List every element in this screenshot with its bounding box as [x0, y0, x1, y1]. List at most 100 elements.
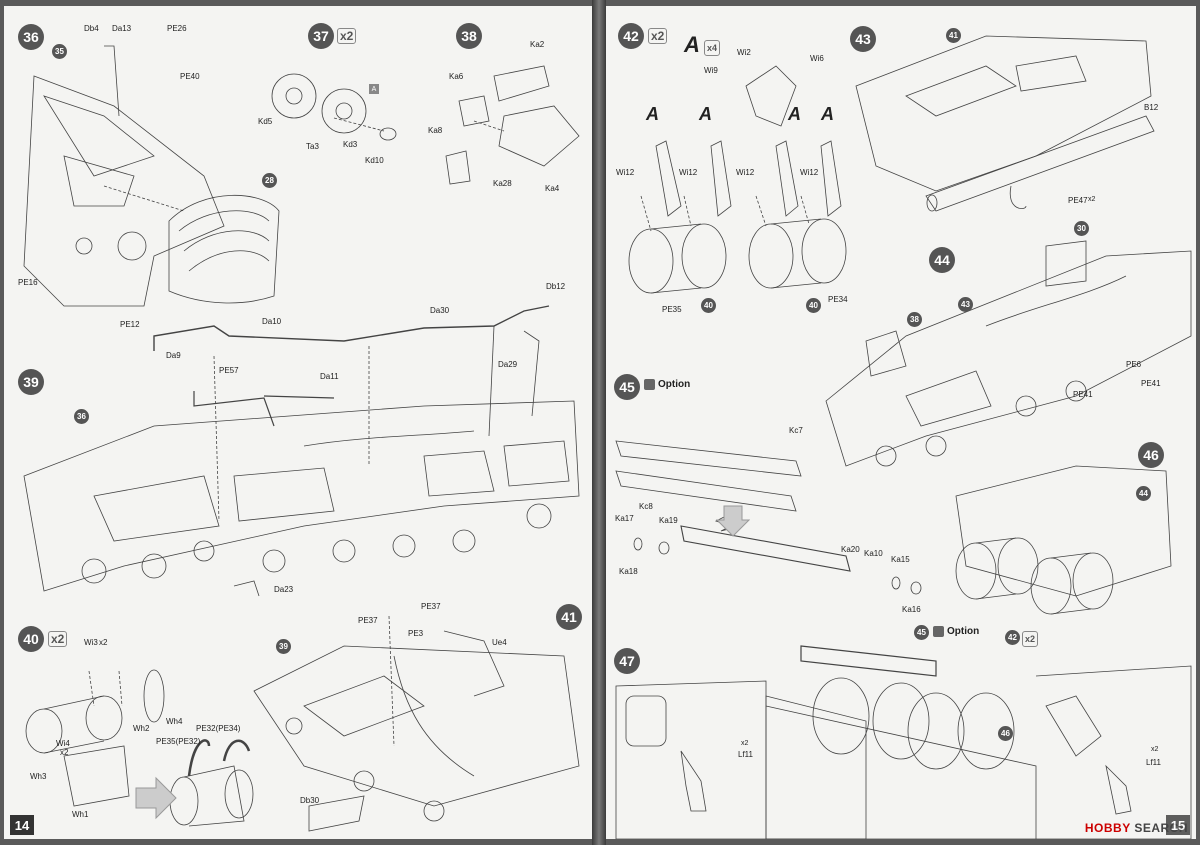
- part-label: PE40: [180, 72, 200, 81]
- step-46-badge: 46: [1138, 442, 1164, 468]
- part-label: PE3: [408, 629, 424, 638]
- part-label: Lf11: [1146, 758, 1161, 767]
- part-label: Da9: [166, 351, 181, 360]
- ref-39: 39: [276, 639, 291, 654]
- ref-38: 38: [907, 312, 922, 327]
- part-label: x2: [1151, 746, 1159, 753]
- ref-42: 42: [1005, 630, 1020, 645]
- part-label: Wi3: [84, 638, 98, 647]
- part-label: x2: [60, 748, 69, 757]
- option-label: Option: [947, 626, 980, 637]
- sub-assembly-letter: A: [646, 104, 659, 124]
- part-label: PE12: [120, 320, 140, 329]
- part-label: Ka28: [493, 179, 512, 188]
- ref-44: 44: [1136, 486, 1151, 501]
- quantity-badge: x4: [704, 40, 721, 56]
- part-label: PE32(PE34): [196, 724, 241, 733]
- part-label: Lf11: [738, 750, 753, 759]
- part-label: Ka20: [841, 545, 860, 554]
- step-39-badge: 39: [18, 369, 44, 395]
- part-label: PE37: [358, 616, 378, 625]
- part-label: Kc8: [639, 502, 653, 511]
- part-label: Da10: [262, 317, 282, 326]
- ref-40: 40: [806, 298, 821, 313]
- part-label: Wi12: [736, 168, 755, 177]
- part-label: x2: [1088, 196, 1096, 203]
- ref-28: 28: [262, 173, 277, 188]
- part-label: Wi9: [704, 66, 718, 75]
- part-label: Ka2: [530, 40, 545, 49]
- part-label: PE6: [1126, 360, 1142, 369]
- direction-arrow-icon: [716, 505, 750, 537]
- part-label: Da29: [498, 360, 518, 369]
- part-label: B12: [1144, 103, 1159, 112]
- quantity-badge: x2: [1022, 631, 1039, 647]
- option-tag: Option: [933, 626, 979, 637]
- ref-30: 30: [1074, 221, 1089, 236]
- part-label: Kc7: [789, 426, 803, 435]
- part-label: Ue4: [492, 638, 507, 647]
- part-label: Ka16: [902, 605, 921, 614]
- part-label: Wi12: [679, 168, 698, 177]
- part-label: Db4: [84, 24, 99, 33]
- ref-35: 35: [52, 44, 67, 59]
- part-label: Db30: [300, 796, 320, 805]
- step-40-badge: 40: [18, 626, 44, 652]
- part-label: Kd10: [365, 156, 384, 165]
- part-label: PE41: [1073, 390, 1093, 399]
- part-label: Wi12: [800, 168, 819, 177]
- part-label: Ka4: [545, 184, 560, 193]
- quantity-badge: x2: [648, 28, 668, 44]
- part-label: Ka8: [428, 126, 443, 135]
- part-label: PE37: [421, 602, 441, 611]
- left-page-drawings: [23, 45, 580, 832]
- part-label: x2: [741, 740, 749, 747]
- ref-43: 43: [958, 297, 973, 312]
- part-label: Kd5: [258, 117, 273, 126]
- part-label: PE35: [662, 305, 682, 314]
- part-label: PE41: [1141, 379, 1161, 388]
- option-icon: [644, 379, 655, 390]
- part-label: PE16: [18, 278, 38, 287]
- step-36-badge: 36: [18, 24, 44, 50]
- part-label: Da11: [320, 372, 339, 381]
- sub-assembly-letter: A: [788, 104, 801, 124]
- step-47-badge: 47: [614, 648, 640, 674]
- part-label: Wh2: [133, 724, 150, 733]
- part-label: PE47: [1068, 196, 1088, 205]
- part-label: Ka18: [619, 567, 638, 576]
- part-label: Ka17: [615, 514, 634, 523]
- right-page-drawings: [615, 35, 1192, 839]
- left-page: 36 35 Db4 Da13 PE26 PE40 28 PE16 PE12 37…: [4, 6, 592, 839]
- part-label: Wi12: [616, 168, 635, 177]
- part-label: Ka15: [891, 555, 910, 564]
- sub-assembly-letter: A: [684, 32, 700, 57]
- part-label: Wh4: [166, 717, 183, 726]
- option-label: Option: [658, 379, 691, 390]
- page-number: 14: [10, 815, 34, 835]
- step-45-badge: 45: [614, 374, 640, 400]
- part-label: Ka6: [449, 72, 464, 81]
- ref-40: 40: [701, 298, 716, 313]
- part-label: PE26: [167, 24, 187, 33]
- ref-41: 41: [946, 28, 961, 43]
- step-38-badge: 38: [456, 23, 482, 49]
- part-label: x2: [99, 638, 108, 647]
- part-label: PE35(PE32): [156, 737, 201, 746]
- quantity-badge: x2: [48, 631, 68, 647]
- part-label: PE57: [219, 366, 239, 375]
- watermark-hobby: HOBBY: [1084, 821, 1131, 835]
- part-label: Wi4: [56, 739, 70, 748]
- part-label: Ta3: [306, 142, 319, 151]
- part-label: Wh1: [72, 810, 89, 819]
- ref-45: 45: [914, 625, 929, 640]
- step-41-badge: 41: [556, 604, 582, 630]
- right-page: 42 x2 A x4 Wi2 Wi6 Wi9 A A A A Wi12 Wi12…: [606, 6, 1196, 839]
- part-label: Da13: [112, 24, 132, 33]
- option-tag: Option: [644, 379, 690, 390]
- option-icon: [933, 626, 944, 637]
- part-label: Kd3: [343, 140, 358, 149]
- part-label: Da23: [274, 585, 294, 594]
- part-label: Wh3: [30, 772, 47, 781]
- step-37-badge: 37: [308, 23, 334, 49]
